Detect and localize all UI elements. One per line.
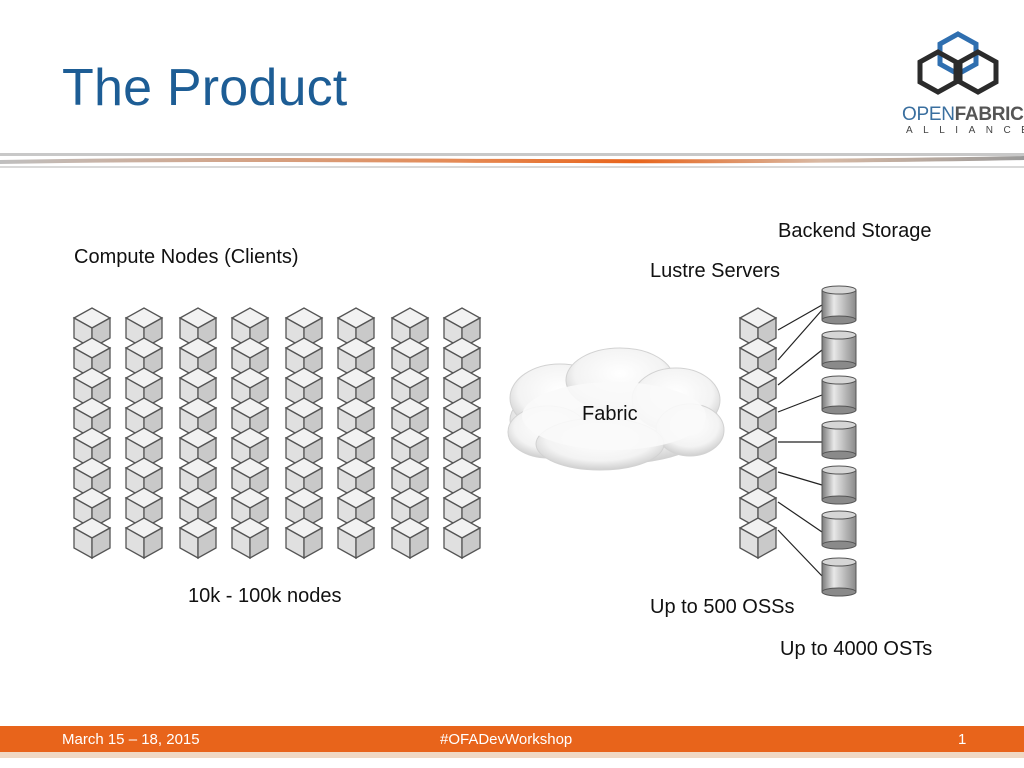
openfabrics-logo-icon (917, 31, 999, 95)
lustre-architecture-diagram (73, 285, 857, 597)
compute-node-icon (337, 517, 375, 559)
compute-nodes-grid (73, 307, 481, 559)
footer-bar: March 15 – 18, 2015 #OFADevWorkshop 1 (0, 726, 1024, 752)
ost-storage-icon (821, 285, 857, 325)
logo-subtitle: ALLIANCE (906, 125, 1024, 136)
fabric-cloud-icon (507, 347, 725, 471)
compute-node-icon (391, 517, 429, 559)
oss-ost-link (777, 349, 823, 386)
ost-storage-icon (821, 330, 857, 370)
label-compute-nodes: Compute Nodes (Clients) (74, 246, 299, 268)
footer-page-number: 1 (958, 731, 967, 748)
oss-ost-link (777, 304, 823, 331)
label-ost-count: Up to 4000 OSTs (780, 638, 933, 660)
footer-date: March 15 – 18, 2015 (62, 731, 200, 748)
label-oss-count: Up to 500 OSSs (650, 596, 795, 618)
ost-storage-icon (821, 557, 857, 597)
compute-node-icon (231, 517, 269, 559)
title-divider (0, 153, 1024, 168)
ost-storage-icon (821, 510, 857, 550)
backend-storage-osts (821, 285, 857, 597)
logo-wordmark: OPENFABRICS (902, 104, 1024, 125)
label-node-count: 10k - 100k nodes (188, 585, 342, 607)
footer-hashtag: #OFADevWorkshop (440, 731, 573, 748)
compute-node-icon (285, 517, 323, 559)
oss-ost-links (777, 304, 823, 577)
compute-node-icon (73, 517, 111, 559)
oss-ost-link (777, 394, 823, 413)
ost-storage-icon (821, 420, 857, 460)
label-lustre-servers: Lustre Servers (650, 260, 781, 282)
oss-ost-link (777, 309, 823, 361)
compute-node-icon (443, 517, 481, 559)
oss-ost-link (777, 529, 823, 577)
lustre-servers-stack (739, 307, 777, 559)
oss-ost-link (777, 471, 823, 486)
label-backend-storage: Backend Storage (778, 220, 932, 242)
compute-node-icon (179, 517, 217, 559)
oss-ost-link (777, 501, 823, 533)
slide-title: The Product (62, 59, 348, 117)
ost-storage-icon (821, 465, 857, 505)
ost-storage-icon (821, 375, 857, 415)
label-fabric: Fabric (582, 403, 638, 425)
oss-node-icon (739, 517, 777, 559)
compute-node-icon (125, 517, 163, 559)
footer-strip (0, 752, 1024, 758)
